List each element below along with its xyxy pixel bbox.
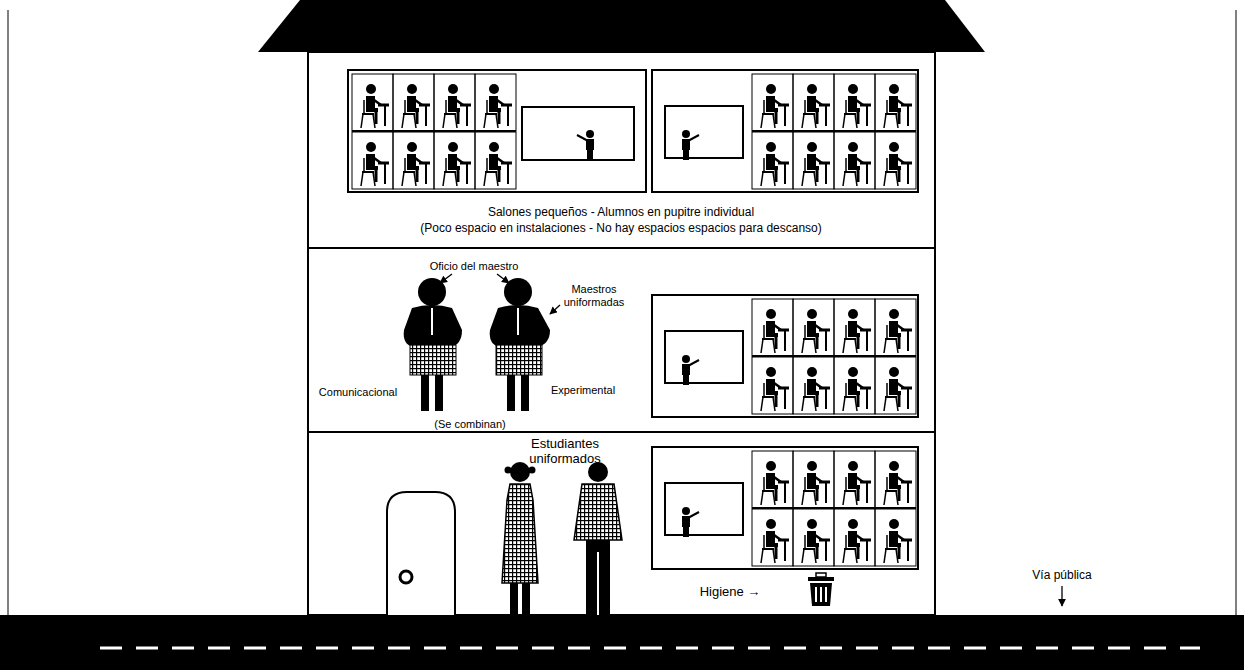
- leader-arrow: [497, 274, 509, 283]
- frame: [8, 10, 1236, 615]
- leader-arrow: [440, 274, 452, 283]
- leader-arrow: [1061, 586, 1062, 606]
- student-boy: [574, 462, 622, 615]
- leader-arrow: [550, 305, 560, 314]
- student-icon: [361, 84, 389, 128]
- student-girl: [502, 462, 538, 615]
- teacher-icon: [682, 507, 699, 537]
- student-icon: [402, 142, 430, 186]
- blackboard: [665, 331, 743, 383]
- callout-label: (Se combinan): [434, 418, 506, 431]
- student-icon: [761, 461, 789, 505]
- callout-label: Comunicacional: [319, 386, 397, 399]
- student-icon: [843, 519, 871, 563]
- student-icon: [802, 461, 830, 505]
- callout-label: Maestros uniformadas: [558, 283, 630, 308]
- student-icon: [484, 142, 512, 186]
- group-label: Estudiantes uniformados: [520, 437, 610, 467]
- building: [308, 52, 935, 615]
- classroom: [652, 70, 918, 192]
- callout-label: Higiene →: [700, 585, 761, 600]
- student-icon: [843, 84, 871, 128]
- student-icon: [884, 142, 912, 186]
- student-icon: [443, 84, 471, 128]
- teacher-figure: [490, 278, 550, 411]
- student-icon: [402, 84, 430, 128]
- student-icon: [843, 461, 871, 505]
- student-icon: [761, 309, 789, 353]
- student-icon: [761, 519, 789, 563]
- classroom: [348, 70, 646, 192]
- teacher-figure: [404, 278, 462, 411]
- trash-can: [808, 573, 834, 606]
- room-note: Salones pequeños - Alumnos en pupitre in…: [488, 206, 754, 220]
- student-icon: [443, 142, 471, 186]
- classroom: [652, 295, 918, 417]
- teacher-icon: [682, 355, 699, 385]
- student-icon: [802, 84, 830, 128]
- student-icon: [884, 367, 912, 411]
- student-icon: [884, 519, 912, 563]
- student-icon: [884, 309, 912, 353]
- student-icon: [802, 309, 830, 353]
- teachers: [404, 274, 560, 411]
- student-icon: [802, 367, 830, 411]
- student-icon: [802, 142, 830, 186]
- student-icon: [761, 367, 789, 411]
- room-note: (Poco espacio en instalaciones - No hay …: [420, 222, 822, 236]
- student-icon: [884, 461, 912, 505]
- road: [0, 615, 1244, 670]
- student-icon: [802, 519, 830, 563]
- callout-label: Experimental: [551, 384, 615, 397]
- student-icon: [761, 142, 789, 186]
- student-icon: [761, 84, 789, 128]
- student-icon: [361, 142, 389, 186]
- street-label: Vía pública: [1032, 569, 1091, 583]
- door: [387, 492, 455, 615]
- student-icon: [884, 84, 912, 128]
- teacher-icon: [682, 130, 699, 160]
- blackboard: [522, 107, 634, 160]
- student-icon: [484, 84, 512, 128]
- classroom: [652, 447, 918, 569]
- student-icon: [843, 367, 871, 411]
- blackboard: [665, 483, 743, 535]
- teacher-icon: [577, 130, 594, 160]
- roof: [258, 0, 985, 52]
- callout-label: Oficio del maestro: [430, 260, 519, 273]
- student-icon: [843, 142, 871, 186]
- blackboard: [665, 106, 743, 158]
- student-icon: [843, 309, 871, 353]
